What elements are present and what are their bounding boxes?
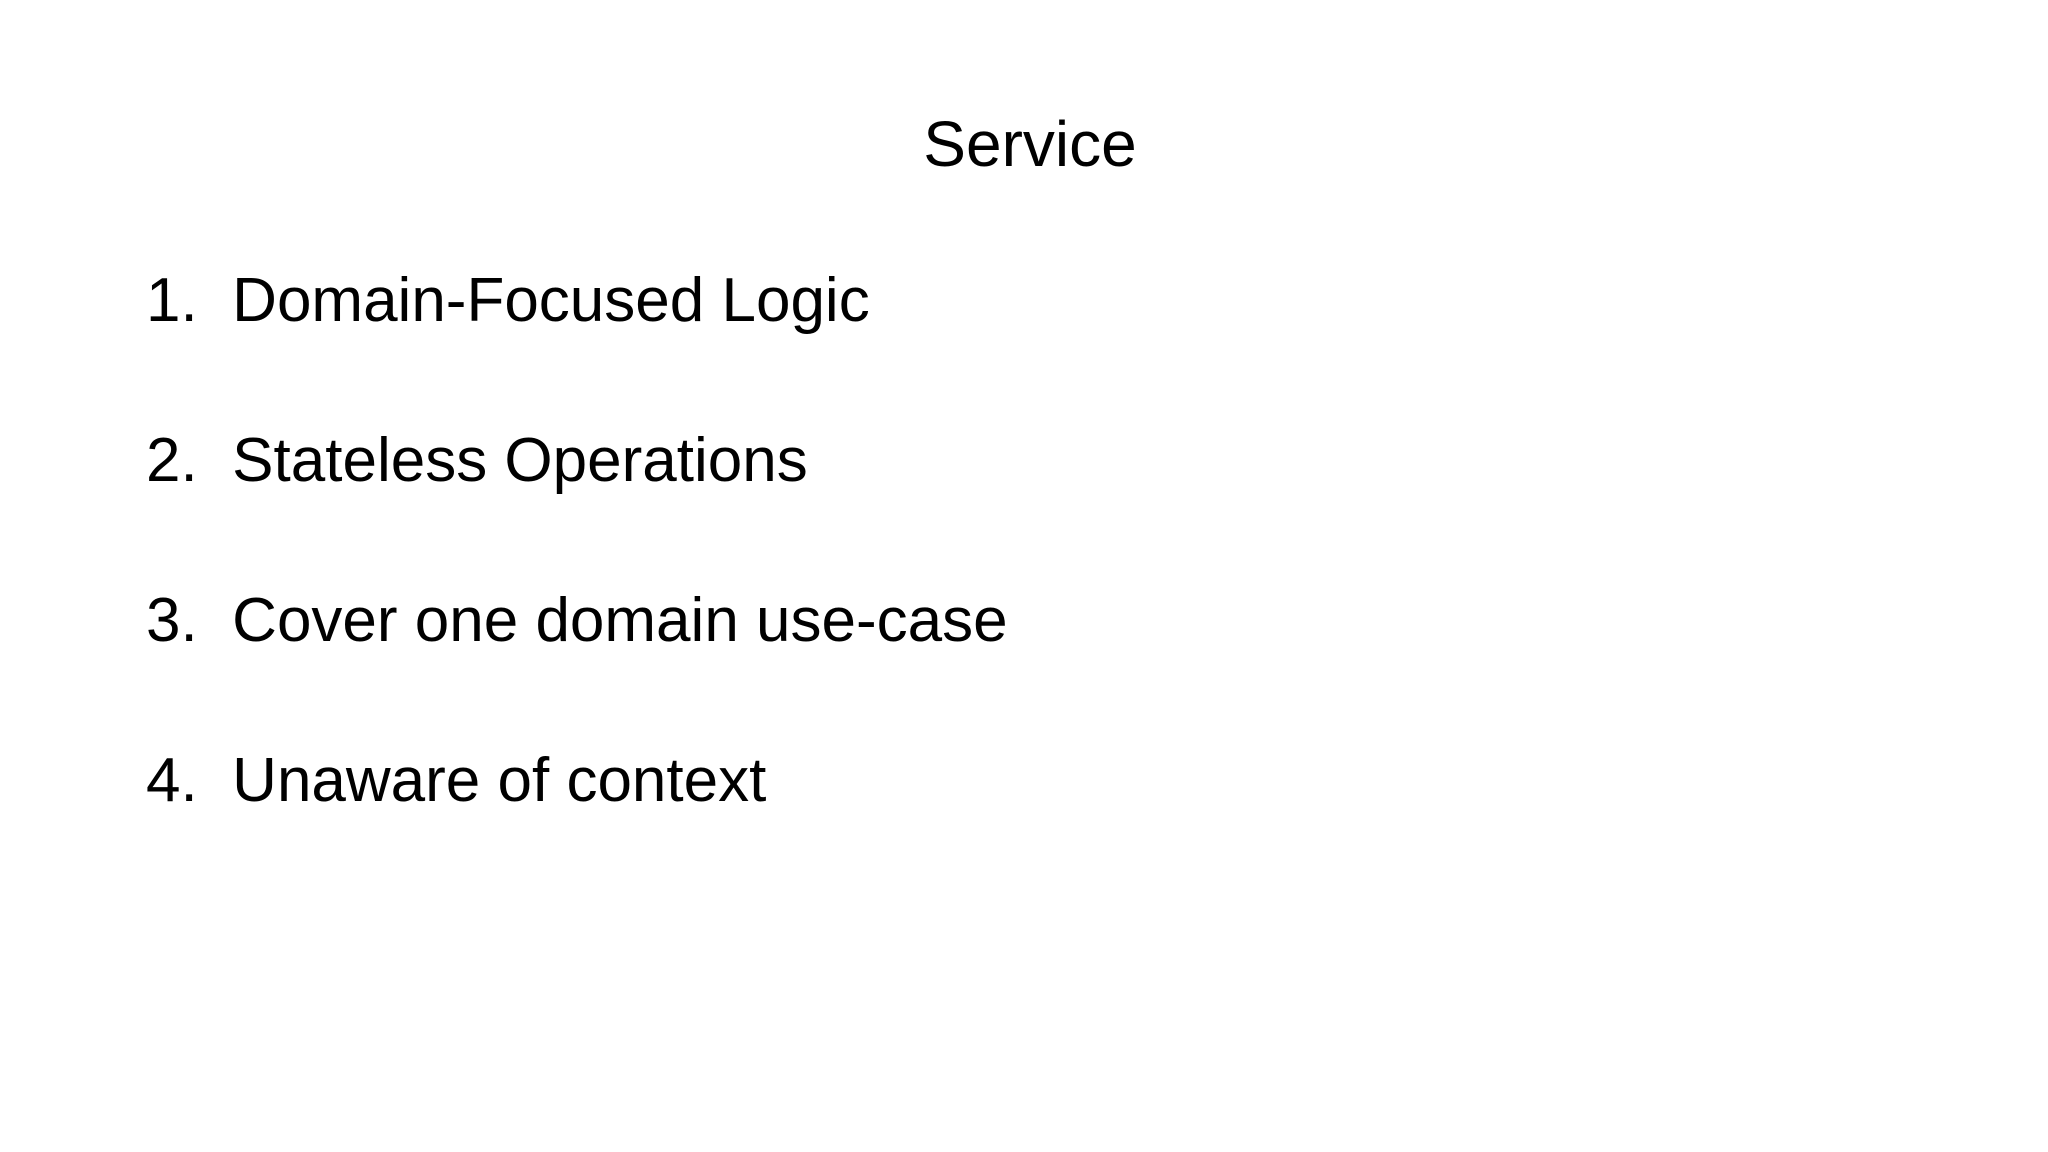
list-item: 2. Stateless Operations (146, 422, 1846, 582)
list-item-number: 1. (146, 266, 215, 335)
list-item-label: Domain-Focused Logic (232, 266, 870, 335)
list-item-label: Unaware of context (232, 746, 767, 815)
list-item: 3. Cover one domain use-case (146, 582, 1846, 742)
page-title-text: Service (923, 108, 1137, 180)
list-item-label: Cover one domain use-case (232, 586, 1008, 655)
list-item: 4. Unaware of context (146, 742, 1846, 902)
list-item: 1. Domain-Focused Logic (146, 262, 1846, 422)
page-title: Service (0, 108, 2048, 182)
numbered-list: 1. Domain-Focused Logic 2. Stateless Ope… (146, 262, 1846, 902)
list-item-number: 2. (146, 426, 215, 495)
list-item-number: 3. (146, 586, 215, 655)
list-item-label: Stateless Operations (232, 426, 808, 495)
list-item-number: 4. (146, 746, 215, 815)
